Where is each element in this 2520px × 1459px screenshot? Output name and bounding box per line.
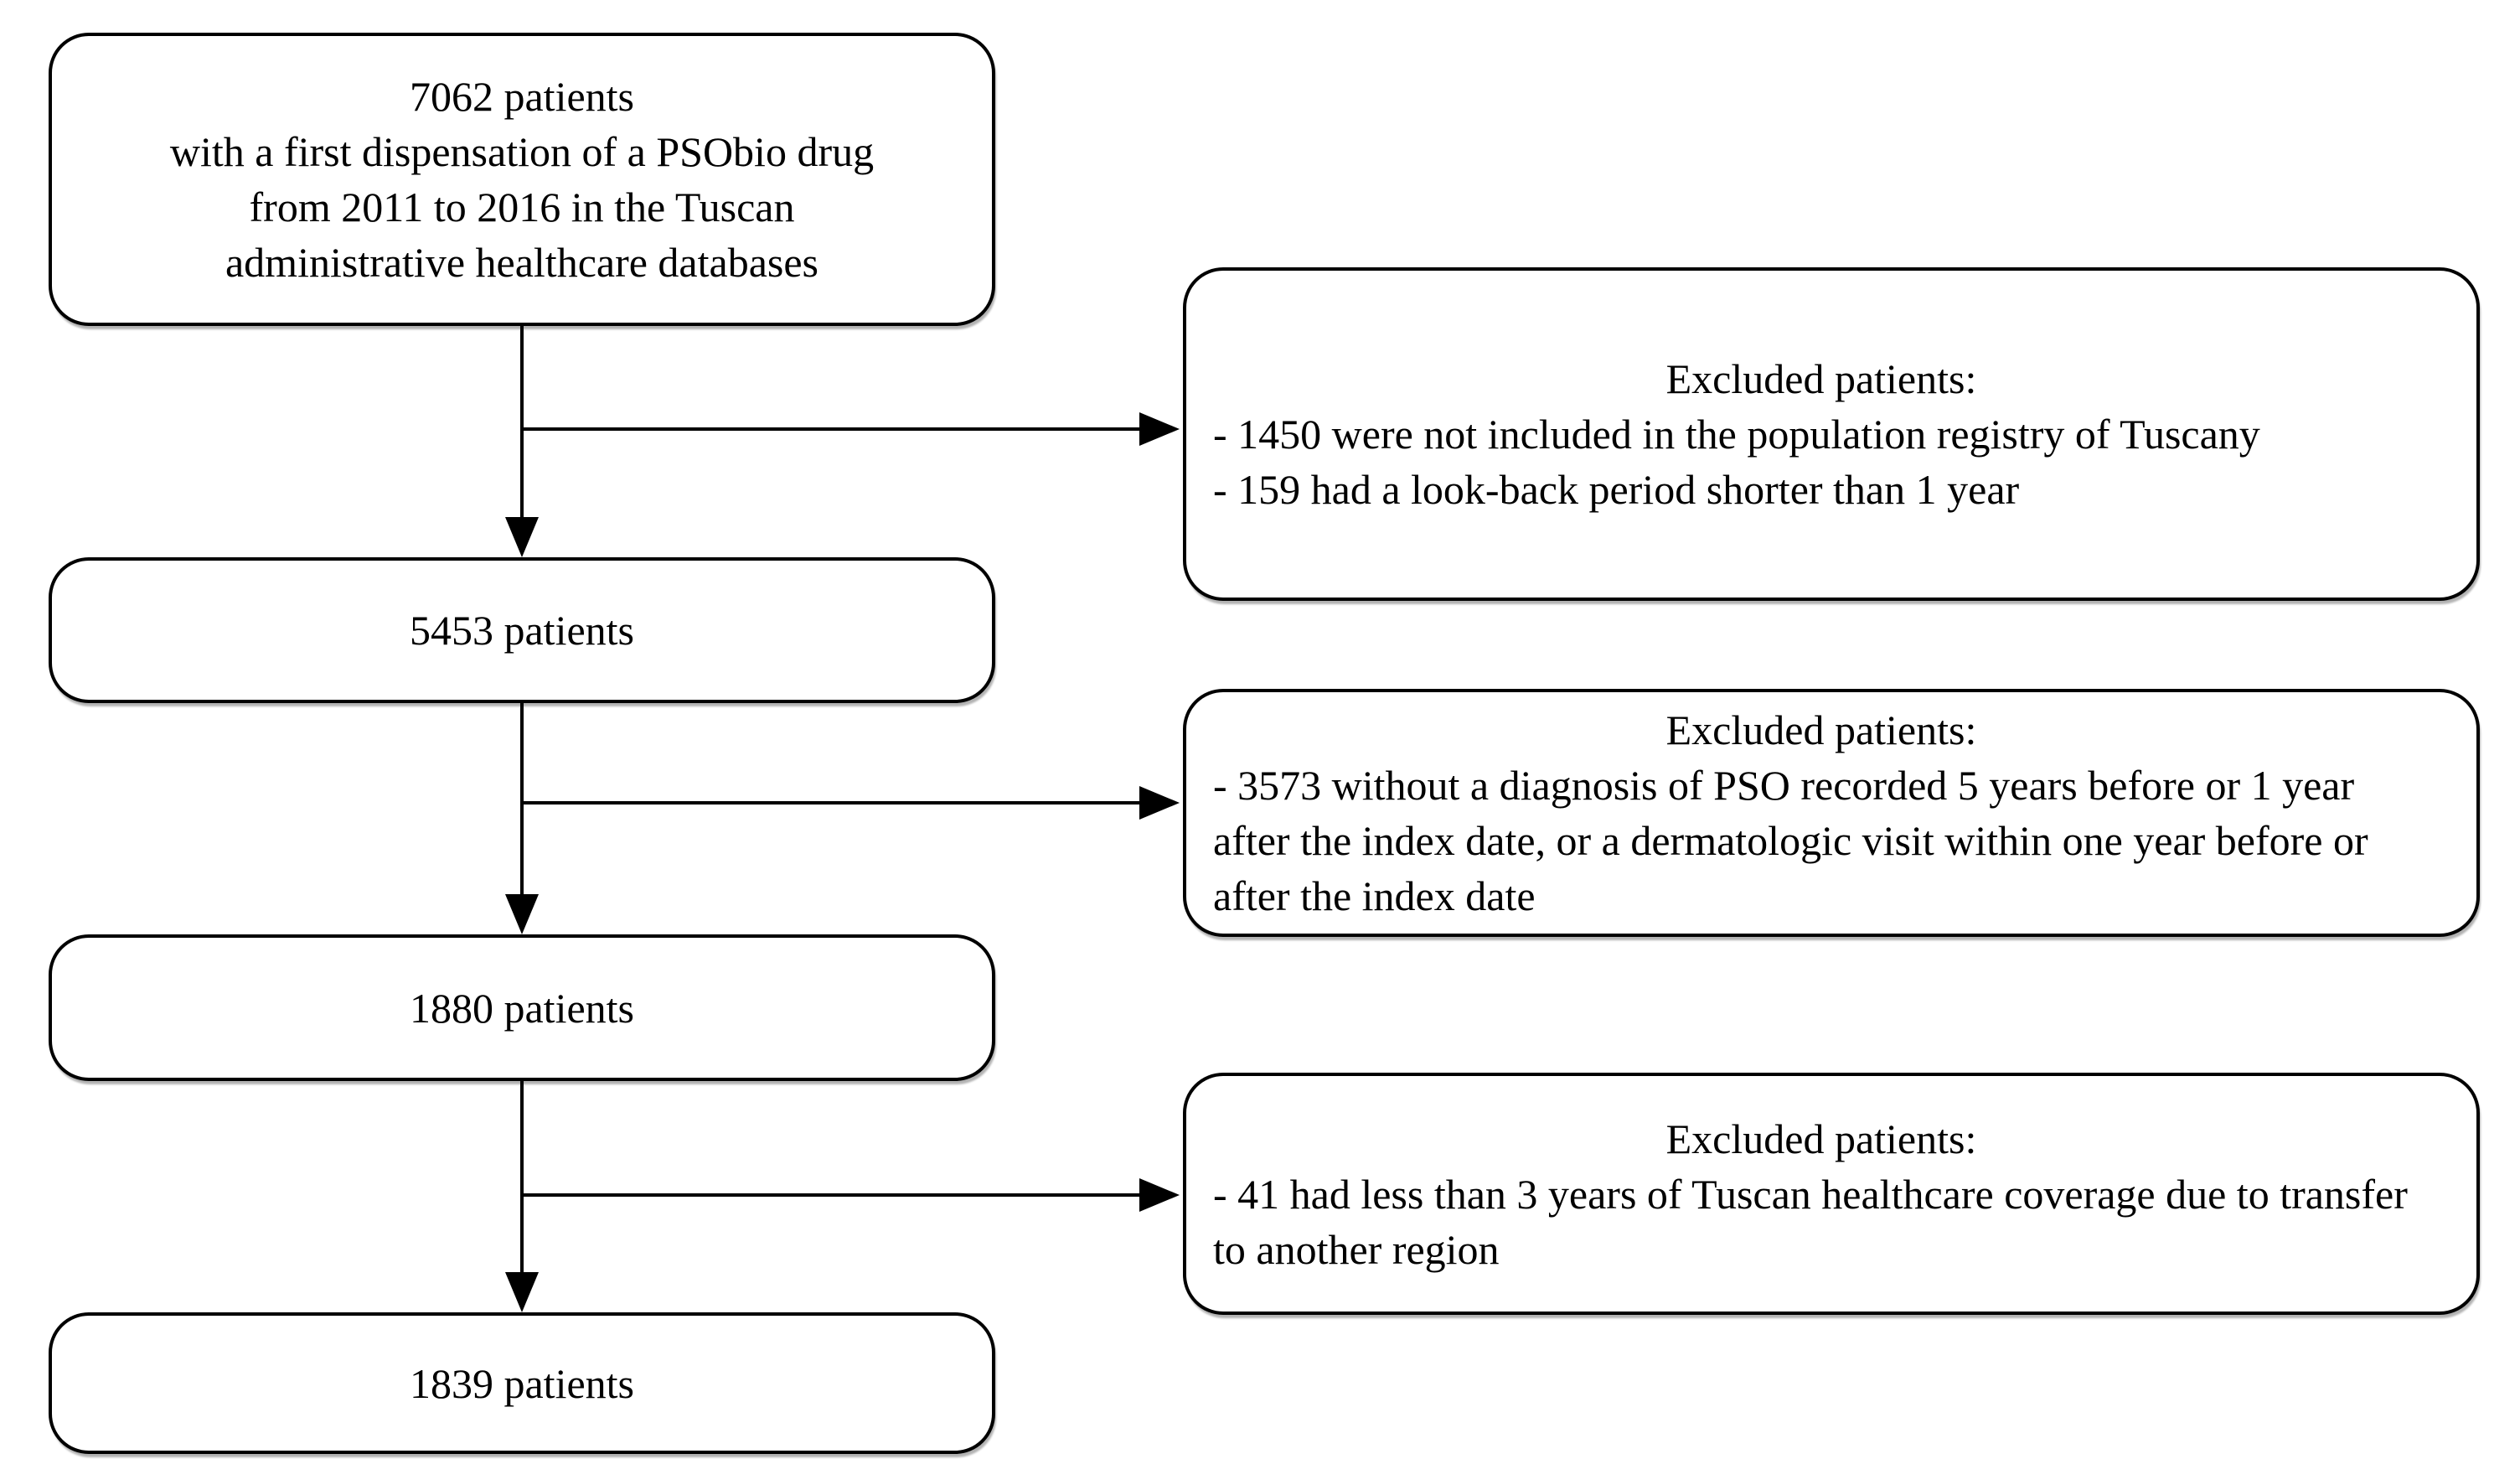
down-arrow-2 (505, 703, 539, 934)
down-arrowhead-3-icon (505, 1272, 539, 1312)
flow-box-line: 7062 patients (409, 73, 635, 120)
flow-box-line: from 2011 to 2016 in the Tuscan (249, 184, 795, 230)
down-arrow-3 (505, 1081, 539, 1312)
down-arrowhead-1-icon (505, 517, 539, 557)
flow-box-5453-patients: 5453 patients (49, 557, 995, 703)
flow-box-label: 1839 patients (409, 1359, 635, 1407)
flow-box-7062-patients: 7062 patients with a first dispensation … (49, 33, 995, 326)
exclusion-arrow-3 (522, 1178, 1180, 1212)
exclusion-bullet: - 159 had a look-back period shorter tha… (1213, 466, 2020, 513)
exclusion-arrow-1 (522, 412, 1180, 446)
down-arrow-1 (505, 326, 539, 557)
down-arrowhead-2-icon (505, 894, 539, 934)
exclusion-bullet: - 41 had less than 3 years of Tuscan hea… (1213, 1170, 2408, 1273)
flow-box-line: with a first dispensation of a PSObio dr… (169, 128, 875, 175)
flow-box-label: 5453 patients (409, 607, 635, 654)
right-arrowhead-1-icon (1139, 412, 1180, 446)
flow-box-1880-patients: 1880 patients (49, 934, 995, 1081)
exclusion-box-1: Excluded patients: - 1450 were not inclu… (1183, 267, 2480, 601)
flow-box-1839-patients: 1839 patients (49, 1312, 995, 1454)
exclusion-bullet: - 3573 without a diagnosis of PSO record… (1213, 762, 2368, 919)
right-arrowhead-3-icon (1139, 1178, 1180, 1212)
exclusion-title: Excluded patients: (1665, 1115, 1977, 1162)
flow-box-label: 1880 patients (409, 984, 635, 1032)
exclusion-bullet: - 1450 were not included in the populati… (1213, 411, 2260, 458)
exclusion-title: Excluded patients: (1665, 355, 1977, 402)
flow-box-line: administrative healthcare databases (225, 239, 818, 286)
exclusion-box-3: Excluded patients: - 41 had less than 3 … (1183, 1073, 2480, 1315)
right-arrowhead-2-icon (1139, 786, 1180, 820)
exclusion-title: Excluded patients: (1665, 706, 1977, 753)
exclusion-arrow-2 (522, 786, 1180, 820)
exclusion-box-2: Excluded patients: - 3573 without a diag… (1183, 689, 2480, 937)
